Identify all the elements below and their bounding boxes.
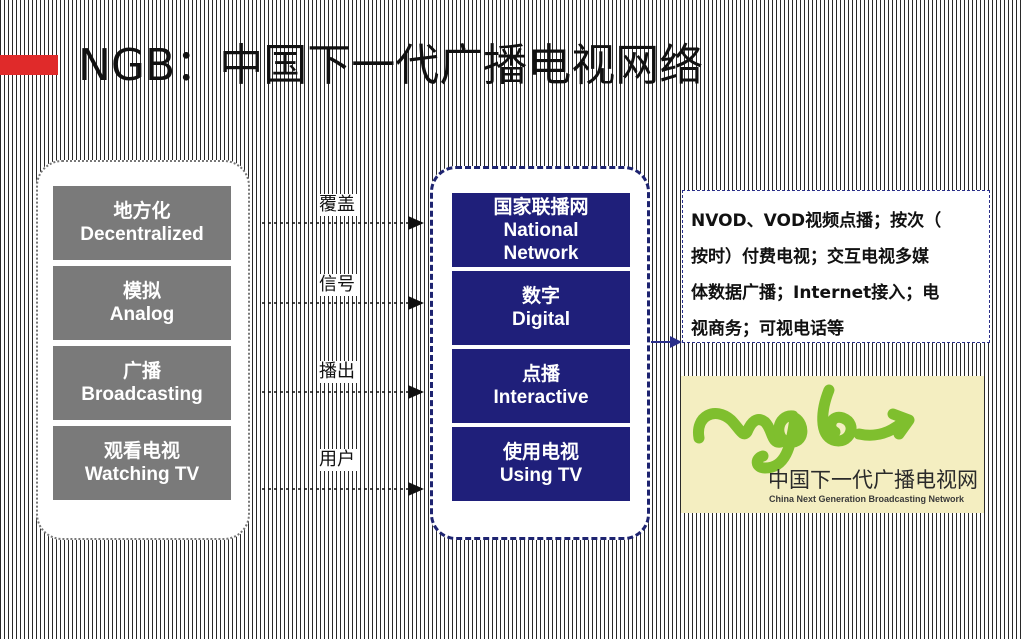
left-box-cn: 模拟 <box>122 281 161 302</box>
right-box-cn: 使用电视 <box>502 442 579 463</box>
left-box-cn: 观看电视 <box>103 441 180 462</box>
description-line-1: NVOD、VOD视频点播；按次（ <box>691 211 942 231</box>
right-box-national-network: 国家联播网 National Network <box>452 193 630 267</box>
arrow-head-1 <box>408 216 424 230</box>
right-box-en-1: National <box>503 219 579 241</box>
title-accent-bar <box>0 55 58 75</box>
right-box-cn: 点播 <box>521 364 560 385</box>
left-box-en: Broadcasting <box>81 384 203 405</box>
description-line-4: 视商务；可视电话等 <box>691 319 844 339</box>
logo-cn-text: 中国下一代广播电视网 <box>768 468 978 492</box>
right-box-using-tv: 使用电视 Using TV <box>452 427 630 501</box>
arrow-label-user: 用户 <box>317 449 357 471</box>
services-description: NVOD、VOD视频点播；按次（ 按时）付费电视；交互电视多媒 体数据广播；In… <box>682 190 990 343</box>
arrow-head-4 <box>408 482 424 496</box>
right-box-en-1: Digital <box>511 309 571 330</box>
right-box-cn: 国家联播网 <box>493 196 589 218</box>
left-box-analog: 模拟 Analog <box>53 266 231 340</box>
right-box-en-1: Interactive <box>493 387 589 408</box>
left-box-decentralized: 地方化 Decentralized <box>53 186 231 260</box>
left-box-en: Watching TV <box>84 464 200 485</box>
left-box-cn: 广播 <box>122 361 161 382</box>
left-box-broadcasting: 广播 Broadcasting <box>53 346 231 420</box>
description-line-2: 按时）付费电视；交互电视多媒 <box>691 247 929 267</box>
left-box-cn: 地方化 <box>113 201 171 222</box>
ngb-logo: ngb 中国下一代广播电视网 China Next Generation Bro… <box>681 376 984 513</box>
right-box-en-1: Using TV <box>499 465 583 486</box>
left-box-watching-tv: 观看电视 Watching TV <box>53 426 231 500</box>
arrow-label-signal: 信号 <box>317 274 357 296</box>
right-box-interactive: 点播 Interactive <box>452 349 630 423</box>
arrow-head-2 <box>408 296 424 310</box>
arrow-label-coverage: 覆盖 <box>317 194 357 216</box>
right-box-digital: 数字 Digital <box>452 271 630 345</box>
right-box-cn: 数字 <box>521 286 560 307</box>
description-line-3: 体数据广播；Internet接入；电 <box>691 283 940 303</box>
logo-en-text: China Next Generation Broadcasting Netwo… <box>769 494 965 504</box>
left-box-en: Analog <box>109 304 175 325</box>
ngb-logo-mark-icon: ngb <box>693 384 915 474</box>
left-box-en: Decentralized <box>80 224 204 245</box>
connector-arrow-head <box>670 336 682 348</box>
arrow-head-3 <box>408 385 424 399</box>
page-title: NGB：中国下一代广播电视网络 <box>78 40 704 91</box>
arrow-label-broadcast: 播出 <box>317 361 357 383</box>
right-box-en-2: Network <box>503 242 579 264</box>
